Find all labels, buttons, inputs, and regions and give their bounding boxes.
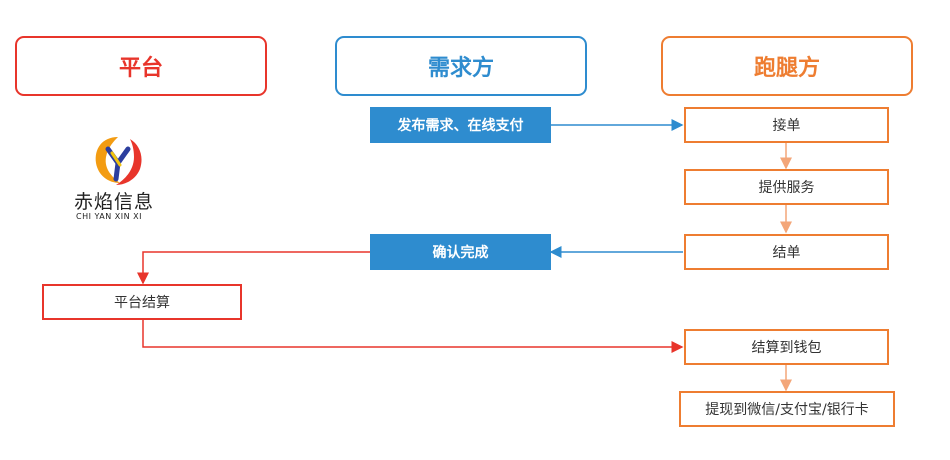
step-accept: 接单 (684, 107, 889, 143)
lane-header-platform: 平台 (15, 36, 267, 96)
lane-header-runner: 跑腿方 (661, 36, 913, 96)
company-logo: 赤焰信息 CHI YAN XIN XI (72, 135, 182, 225)
step-to-wallet-label: 结算到钱包 (751, 340, 822, 356)
step-confirm-label: 确认完成 (432, 245, 489, 261)
lane-header-platform-label: 平台 (118, 56, 163, 81)
lane-header-demand-label: 需求方 (427, 56, 494, 81)
step-publish: 发布需求、在线支付 (370, 107, 551, 143)
step-withdraw: 提现到微信/支付宝/银行卡 (679, 391, 895, 427)
step-accept-label: 接单 (772, 118, 801, 134)
step-publish-label: 发布需求、在线支付 (397, 118, 524, 134)
arrow-confirm-to-settle (137, 251, 370, 285)
logo-mark-icon (95, 137, 142, 185)
logo-subtitle: CHI YAN XIN XI (76, 212, 142, 221)
lane-header-demand: 需求方 (335, 36, 587, 96)
step-to-wallet: 结算到钱包 (684, 329, 889, 365)
step-settle-label: 平台结算 (114, 295, 170, 311)
step-service: 提供服务 (684, 169, 889, 205)
step-finish-label: 结单 (772, 245, 801, 261)
step-service-label: 提供服务 (758, 180, 815, 196)
step-withdraw-label: 提现到微信/支付宝/银行卡 (705, 402, 869, 418)
step-finish: 结单 (684, 234, 889, 270)
lane-header-runner-label: 跑腿方 (753, 56, 820, 81)
arrow-settle-to-wallet (142, 320, 684, 353)
logo-name: 赤焰信息 (74, 191, 155, 213)
step-settle: 平台结算 (42, 284, 242, 320)
step-confirm: 确认完成 (370, 234, 551, 270)
